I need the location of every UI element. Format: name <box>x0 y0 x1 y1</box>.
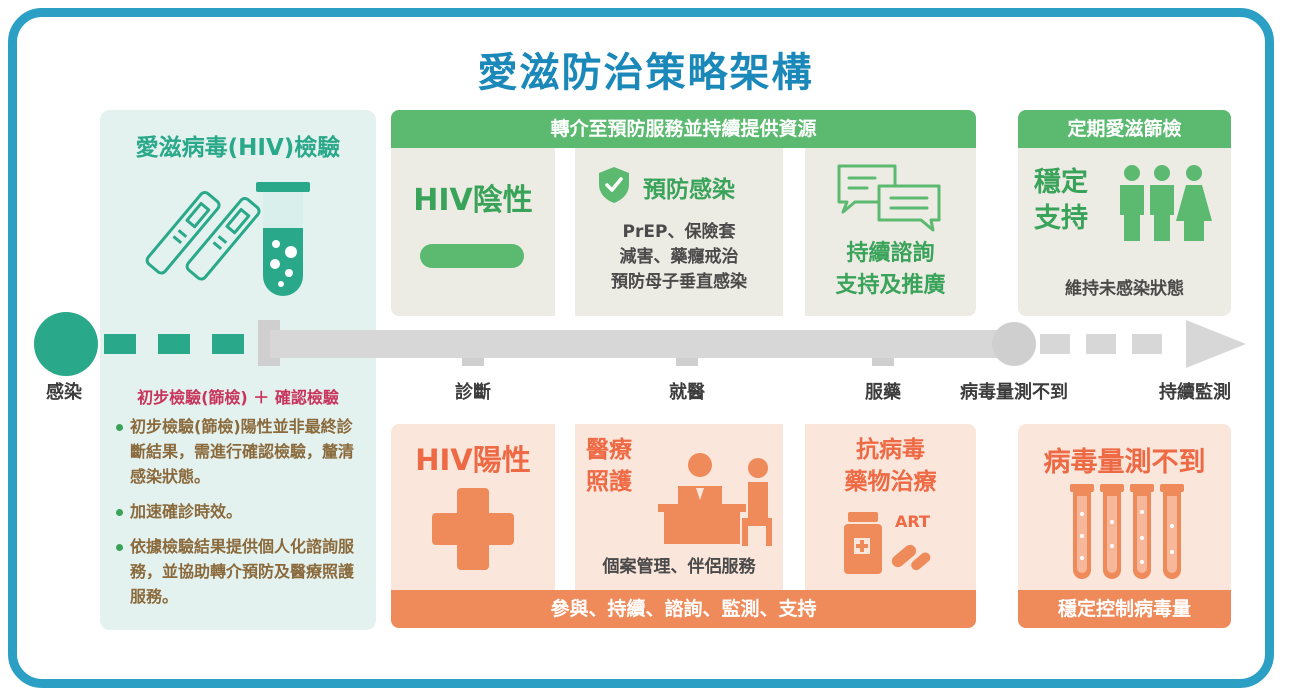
hiv-negative-card <box>391 148 555 316</box>
hiv-negative-label: HIV陰性 <box>413 183 533 218</box>
testing-bullet: 依據檢驗結果提供個人化諮詢服務，並協助轉介預防及醫療照護服務。 <box>114 534 366 609</box>
prevention-list: PrEP、保險套 減害、藥癮戒治 預防母子垂直感染 <box>575 220 783 295</box>
testing-heading: 愛滋病毒(HIV)檢驗 <box>135 135 341 161</box>
viral-control-bar: 穩定控制病毒量 <box>1018 590 1231 628</box>
referral-bar: 轉介至預防服務並持續提供資源 <box>391 110 976 148</box>
timeline <box>34 312 1246 376</box>
hiv-positive-label: HIV陽性 <box>415 443 531 477</box>
medical-care-title: 醫療 照護 <box>586 434 632 498</box>
engagement-bar: 參與、持續、諮詢、監測、支持 <box>391 590 976 628</box>
test-tube-icon <box>256 182 310 296</box>
page-title: 愛滋防治策略架構 <box>477 50 814 96</box>
people-group-icon <box>1120 165 1212 241</box>
timeline-infection: 感染 <box>46 382 82 403</box>
chat-bubbles-icon <box>837 164 941 232</box>
counseling-card <box>805 148 976 316</box>
timeline-care: 就醫 <box>669 382 705 403</box>
stable-line: 支持 <box>1034 203 1088 234</box>
doctor-consultation-icon <box>658 453 772 546</box>
test-kit-icon <box>145 190 261 281</box>
prevention-item: 預防母子垂直感染 <box>611 272 747 292</box>
testing-panel <box>100 110 376 630</box>
stable-line: 穩定 <box>1034 167 1088 198</box>
timeline-diagnosis: 診斷 <box>455 382 491 403</box>
testing-bullet: 加速確診時效。 <box>114 499 366 524</box>
screening-caption: 維持未感染狀態 <box>1065 279 1184 299</box>
testing-bullet: 初步檢驗(篩檢)陽性並非最終診斷結果，需進行確認檢驗，釐清感染狀態。 <box>114 414 366 489</box>
testing-bullets: 初步檢驗(篩檢)陽性並非最終診斷結果，需進行確認檢驗，釐清感染狀態。 加速確診時… <box>114 414 366 619</box>
undetectable-card <box>1018 424 1231 590</box>
prevention-item: 減害、藥癮戒治 <box>619 247 739 267</box>
art-card <box>805 424 976 590</box>
prevention-title: 預防感染 <box>643 177 735 203</box>
medical-care-line: 照護 <box>586 469 632 495</box>
plus-icon <box>432 488 514 570</box>
counseling-line: 支持及推廣 <box>835 273 946 298</box>
medical-care-line: 醫療 <box>586 437 632 463</box>
medical-care-caption: 個案管理、伴侶服務 <box>602 557 756 577</box>
screening-bar: 定期愛滋篩檢 <box>1018 110 1231 148</box>
counseling-text: 持續諮詢 支持及推廣 <box>805 238 976 302</box>
undetectable-title: 病毒量測不到 <box>1043 447 1206 478</box>
counseling-line: 持續諮詢 <box>846 241 935 266</box>
art-label: ART <box>895 512 930 531</box>
shield-check-icon <box>599 167 629 203</box>
art-title: 抗病毒 藥物治療 <box>805 434 976 498</box>
testing-subheading: 初步檢驗(篩檢) ＋ 確認檢驗 <box>137 388 339 407</box>
timeline-monitoring: 持續監測 <box>1159 382 1231 403</box>
prevention-item: PrEP、保險套 <box>622 222 736 242</box>
minus-icon <box>420 244 524 268</box>
timeline-undetectable: 病毒量測不到 <box>960 382 1068 403</box>
art-line: 抗病毒 <box>856 437 925 463</box>
stable-text: 穩定 支持 <box>1034 165 1088 237</box>
medicine-bottle-icon <box>844 512 931 574</box>
art-line: 藥物治療 <box>844 469 937 495</box>
blood-tubes-icon <box>1070 484 1184 579</box>
timeline-medication: 服藥 <box>865 382 901 403</box>
